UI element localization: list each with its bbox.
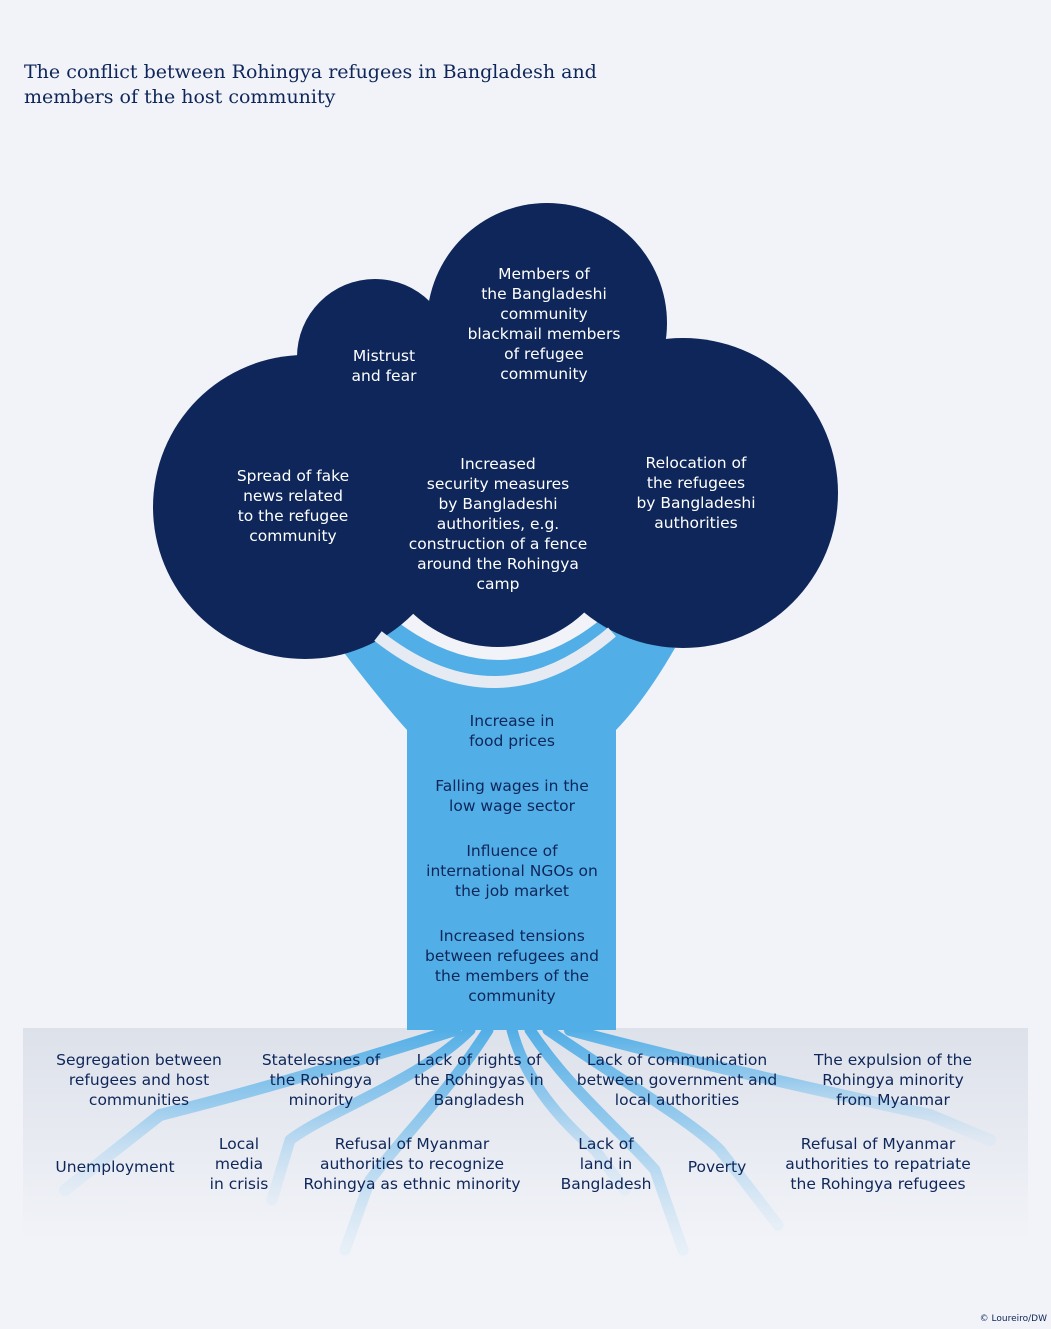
trunk	[342, 620, 675, 1030]
label-ngos: Influence of international NGOs on the j…	[426, 842, 598, 900]
label-mistrust: Mistrust and fear	[351, 347, 417, 385]
label-statelessness: Statelessnes of the Rohingya minority	[261, 1051, 381, 1109]
label-lack-communication: Lack of communication between government…	[576, 1051, 778, 1109]
label-unemployment: Unemployment	[55, 1158, 175, 1176]
label-relocation: Relocation of the refugees by Bangladesh…	[636, 454, 756, 532]
label-lack-rights: Lack of rights of the Rohingyas in Bangl…	[414, 1051, 544, 1109]
image-credit: © Loureiro/DW	[979, 1314, 1047, 1324]
label-refusal-repatriate: Refusal of Myanmar authorities to repatr…	[785, 1135, 971, 1193]
label-tensions: Increased tensions between refugees and …	[425, 927, 599, 1005]
crown	[153, 203, 838, 659]
label-refusal-recognize: Refusal of Myanmar authorities to recogn…	[303, 1135, 521, 1193]
label-wages: Falling wages in the low wage sector	[435, 777, 589, 815]
label-food-prices: Increase in food prices	[469, 712, 555, 750]
label-expulsion: The expulsion of the Rohingya minority f…	[813, 1051, 973, 1109]
roots	[59, 1024, 996, 1256]
label-poverty: Poverty	[687, 1158, 747, 1176]
label-lack-land: Lack of land in Bangladesh	[560, 1135, 652, 1193]
label-local-media: Local media in crisis	[209, 1135, 269, 1193]
diagram-title: The conflict between Rohingya refugees i…	[24, 61, 597, 108]
label-security: Increased security measures by Banglades…	[408, 455, 588, 593]
label-segregation: Segregation between refugees and host co…	[56, 1051, 222, 1109]
label-blackmail: Members of the Bangladeshi community bla…	[467, 265, 621, 383]
crown-rim	[374, 627, 616, 688]
label-fake-news: Spread of fake news related to the refug…	[236, 467, 350, 545]
